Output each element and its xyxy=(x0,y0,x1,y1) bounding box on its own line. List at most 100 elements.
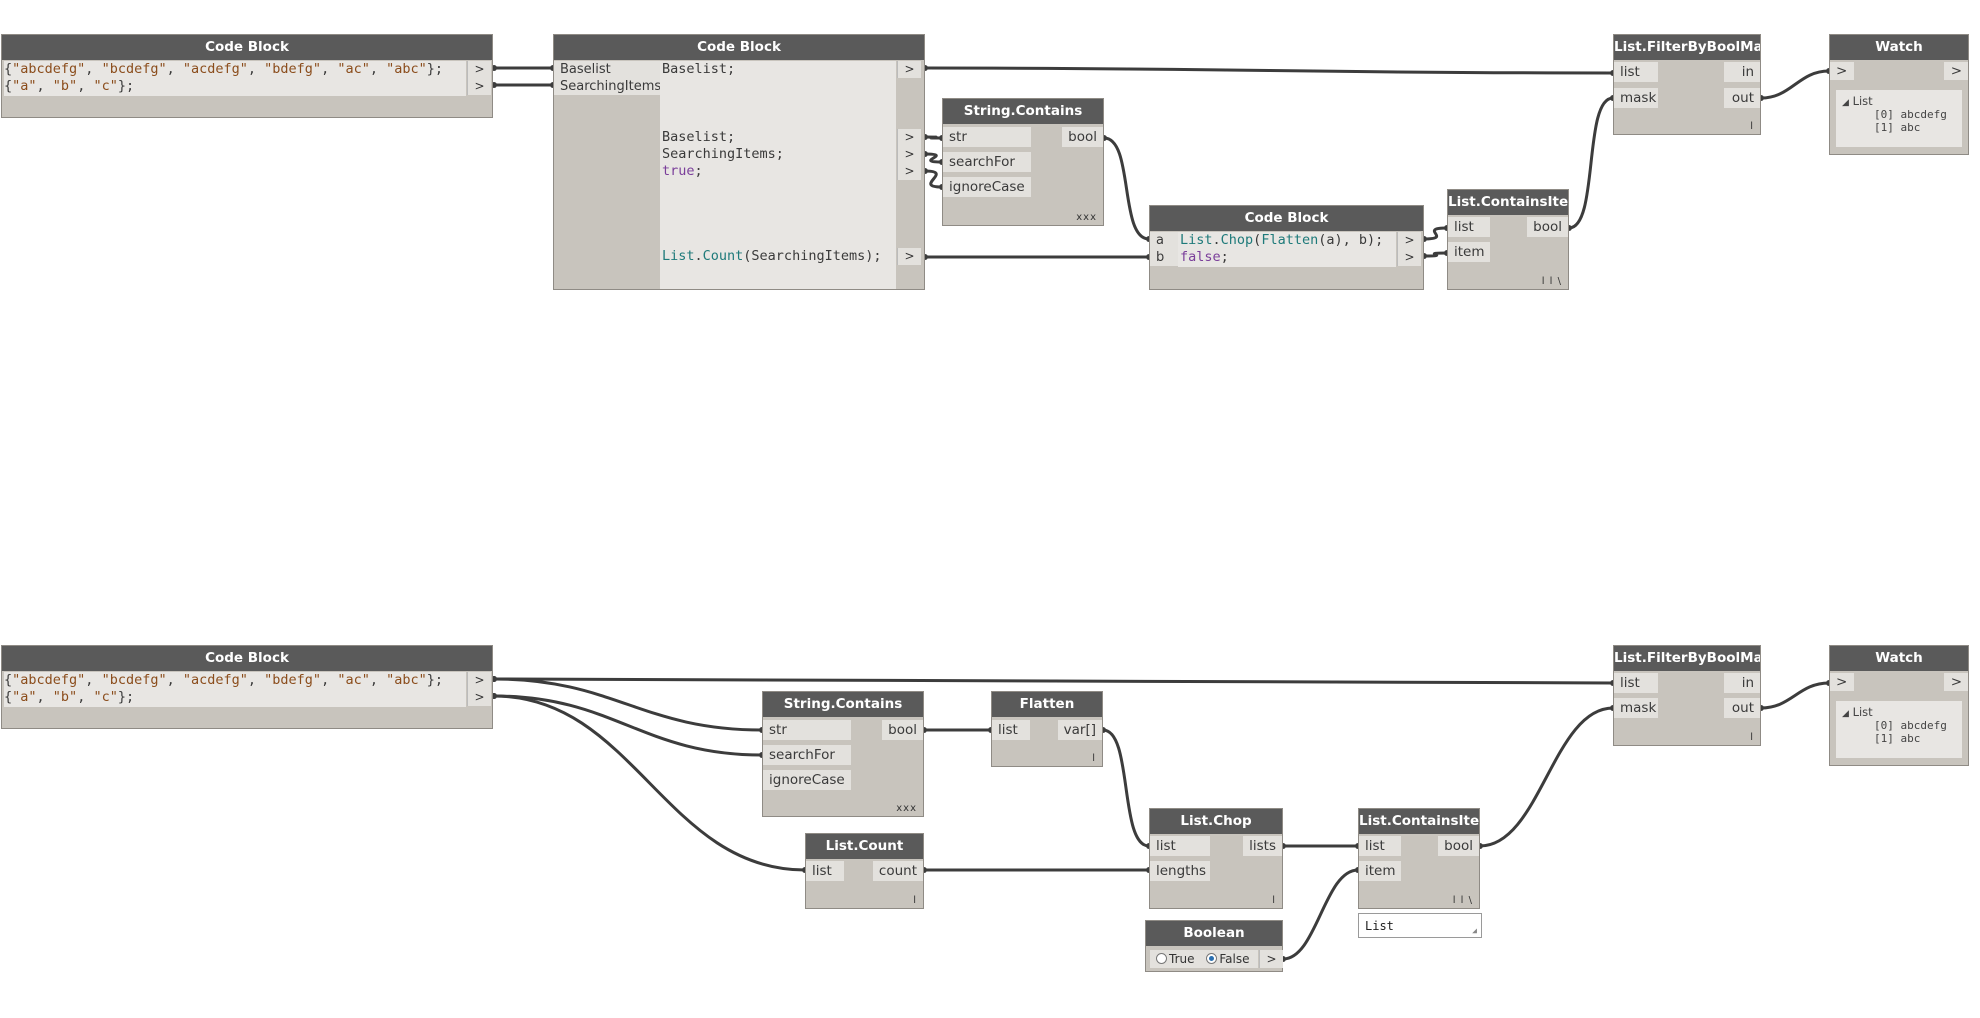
collapse-triangle-icon[interactable]: ◢ xyxy=(1842,709,1849,719)
input-port-b[interactable]: b xyxy=(1150,249,1178,266)
list-contains-item-node[interactable]: List.ContainsItem list item bool l l \ xyxy=(1358,808,1480,909)
watch-node[interactable]: Watch > > ◢ List [0] abcdefg [1] abc xyxy=(1829,645,1969,766)
input-port-item[interactable]: item xyxy=(1359,861,1401,881)
watch-preview[interactable]: ◢ List [0] abcdefg [1] abc xyxy=(1836,701,1962,758)
list-count-node[interactable]: List.Count list count l xyxy=(805,833,924,909)
input-port-a[interactable]: a xyxy=(1150,232,1178,249)
input-port-baselist[interactable]: Baselist xyxy=(554,61,660,78)
wire-ignore-case[interactable] xyxy=(924,169,943,189)
input-port-list[interactable]: list xyxy=(1150,836,1210,856)
input-port-list[interactable]: list xyxy=(1448,217,1490,237)
input-port-search-for[interactable]: searchFor xyxy=(763,745,851,765)
input-port-item[interactable]: item xyxy=(1448,242,1490,262)
output-port-in[interactable]: in xyxy=(1724,62,1760,82)
input-port[interactable]: > xyxy=(1830,62,1854,80)
input-port-list[interactable]: list xyxy=(992,720,1030,740)
code-editor[interactable]: List.Chop(Flatten(a), b); false; xyxy=(1178,232,1396,267)
input-port[interactable]: > xyxy=(1830,673,1854,691)
code-editor[interactable]: Baselist; Baselist; SearchingItems; true… xyxy=(660,61,896,289)
wire-false-item[interactable] xyxy=(1423,251,1448,258)
wire2-baselist-fbm[interactable] xyxy=(493,677,1614,685)
list-filter-by-bool-mask-node[interactable]: List.FilterByBoolMask list mask in out l xyxy=(1613,34,1761,135)
input-port-ignore-case[interactable]: ignoreCase xyxy=(943,177,1031,197)
output-port-2[interactable]: > xyxy=(467,689,491,706)
input-port-mask[interactable]: mask xyxy=(1614,698,1658,718)
output-port[interactable]: > xyxy=(1259,950,1283,968)
wire2-fbm-watch[interactable] xyxy=(1760,681,1830,710)
wire2-bool-item[interactable] xyxy=(1282,868,1359,961)
input-port-list[interactable]: list xyxy=(806,861,844,881)
wire-bool-a[interactable] xyxy=(1103,136,1150,241)
radio-true[interactable]: True xyxy=(1150,952,1195,966)
output-port-2[interactable]: > xyxy=(897,129,921,146)
watch-node[interactable]: Watch > > ◢ List [0] abcdefg [1] abc xyxy=(1829,34,1969,155)
input-port-str[interactable]: str xyxy=(943,127,1031,147)
watch-preview[interactable]: ◢ List [0] abcdefg [1] abc xyxy=(1836,90,1962,147)
code-block-list-node[interactable]: Code Block Baselist SearchingItems Basel… xyxy=(553,34,925,290)
output-port-bool[interactable]: bool xyxy=(1062,127,1103,147)
input-port-mask[interactable]: mask xyxy=(1614,88,1658,108)
input-port-list[interactable]: list xyxy=(1359,836,1401,856)
input-port-list[interactable]: list xyxy=(1614,62,1658,82)
flatten-node[interactable]: Flatten list var[] l xyxy=(991,691,1103,767)
output-port-var[interactable]: var[] xyxy=(1057,720,1102,740)
wire-baselist-fbm[interactable] xyxy=(924,66,1614,75)
output-port-bool[interactable]: bool xyxy=(1527,217,1568,237)
wire-search-for[interactable] xyxy=(924,152,943,164)
output-port-bool[interactable]: bool xyxy=(1438,836,1479,856)
list-filter-by-bool-mask-node[interactable]: List.FilterByBoolMask list mask in out l xyxy=(1613,645,1761,746)
output-port-1[interactable]: > xyxy=(897,61,921,78)
list-contains-item-node[interactable]: List.ContainsItem list item bool l l \ xyxy=(1447,189,1569,290)
input-port-ignore-case[interactable]: ignoreCase xyxy=(763,770,851,790)
output-port-lists[interactable]: lists xyxy=(1243,836,1282,856)
boolean-toggle[interactable]: True False xyxy=(1150,950,1258,968)
code-editor[interactable]: {"abcdefg", "bcdefg", "acdefg", "bdefg",… xyxy=(4,672,466,707)
output-port-in[interactable]: in xyxy=(1724,673,1760,693)
string-contains-node[interactable]: String.Contains str searchFor ignoreCase… xyxy=(762,691,924,817)
input-port-searching-items[interactable]: SearchingItems xyxy=(554,78,661,95)
code-line-searching-items: {"a", "b", "c"}; xyxy=(4,78,135,94)
list-chop-node[interactable]: List.Chop list lengths lists l xyxy=(1149,808,1283,909)
output-port-1[interactable]: > xyxy=(467,672,491,689)
output-port-2[interactable]: > xyxy=(1397,249,1421,266)
boolean-node[interactable]: Boolean True False > xyxy=(1145,920,1283,972)
code-block-chop-node[interactable]: Code Block a b List.Chop(Flatten(a), b);… xyxy=(1149,205,1424,290)
wire-chop-list[interactable] xyxy=(1423,226,1448,241)
code-block-inputs-node[interactable]: Code Block {"abcdefg", "bcdefg", "acdefg… xyxy=(1,645,493,729)
output-port-4[interactable]: > xyxy=(897,163,921,180)
wire-baselist-str[interactable] xyxy=(924,135,943,140)
lacing-indicator: l xyxy=(1092,753,1096,764)
node-title: List.ContainsItem xyxy=(1448,190,1568,215)
wire2-baselist-str[interactable] xyxy=(493,677,763,732)
watch-tree-root[interactable]: ◢ List xyxy=(1842,94,1873,108)
collapse-triangle-icon[interactable]: ◢ xyxy=(1842,98,1849,108)
output-port-3[interactable]: > xyxy=(897,146,921,163)
output-port[interactable]: > xyxy=(1944,673,1968,691)
input-port-str[interactable]: str xyxy=(763,720,851,740)
wire-fbm-watch[interactable] xyxy=(1760,69,1830,100)
output-port-1[interactable]: > xyxy=(1397,232,1421,249)
output-port-2[interactable]: > xyxy=(467,78,491,95)
input-port-search-for[interactable]: searchFor xyxy=(943,152,1031,172)
wire2-search-count[interactable] xyxy=(493,694,806,872)
input-port-lengths[interactable]: lengths xyxy=(1150,861,1210,881)
output-port[interactable]: > xyxy=(1944,62,1968,80)
output-port-count[interactable]: count xyxy=(872,861,923,881)
wire2-flatten-chop[interactable] xyxy=(1102,728,1150,848)
watch-tree-root[interactable]: ◢ List xyxy=(1842,705,1873,719)
radio-false[interactable]: False xyxy=(1198,952,1249,966)
list-contains-item-preview[interactable]: List ◢ xyxy=(1358,913,1482,938)
input-port-list[interactable]: list xyxy=(1614,673,1658,693)
output-port-5[interactable]: > xyxy=(897,248,921,265)
code-block-inputs-node[interactable]: Code Block {"abcdefg", "bcdefg", "acdefg… xyxy=(1,34,493,118)
output-port-out[interactable]: out xyxy=(1724,88,1760,108)
wire2-lci-mask[interactable] xyxy=(1479,706,1614,848)
wire-lci-mask[interactable] xyxy=(1568,96,1614,230)
code-editor[interactable]: {"abcdefg", "bcdefg", "acdefg", "bdefg",… xyxy=(4,61,466,96)
output-port-bool[interactable]: bool xyxy=(882,720,923,740)
output-port-out[interactable]: out xyxy=(1724,698,1760,718)
string-contains-node[interactable]: String.Contains str searchFor ignoreCase… xyxy=(942,98,1104,226)
output-port-1[interactable]: > xyxy=(467,61,491,78)
wire2-search-str[interactable] xyxy=(493,694,763,757)
resize-grip-icon[interactable]: ◢ xyxy=(1472,926,1477,935)
